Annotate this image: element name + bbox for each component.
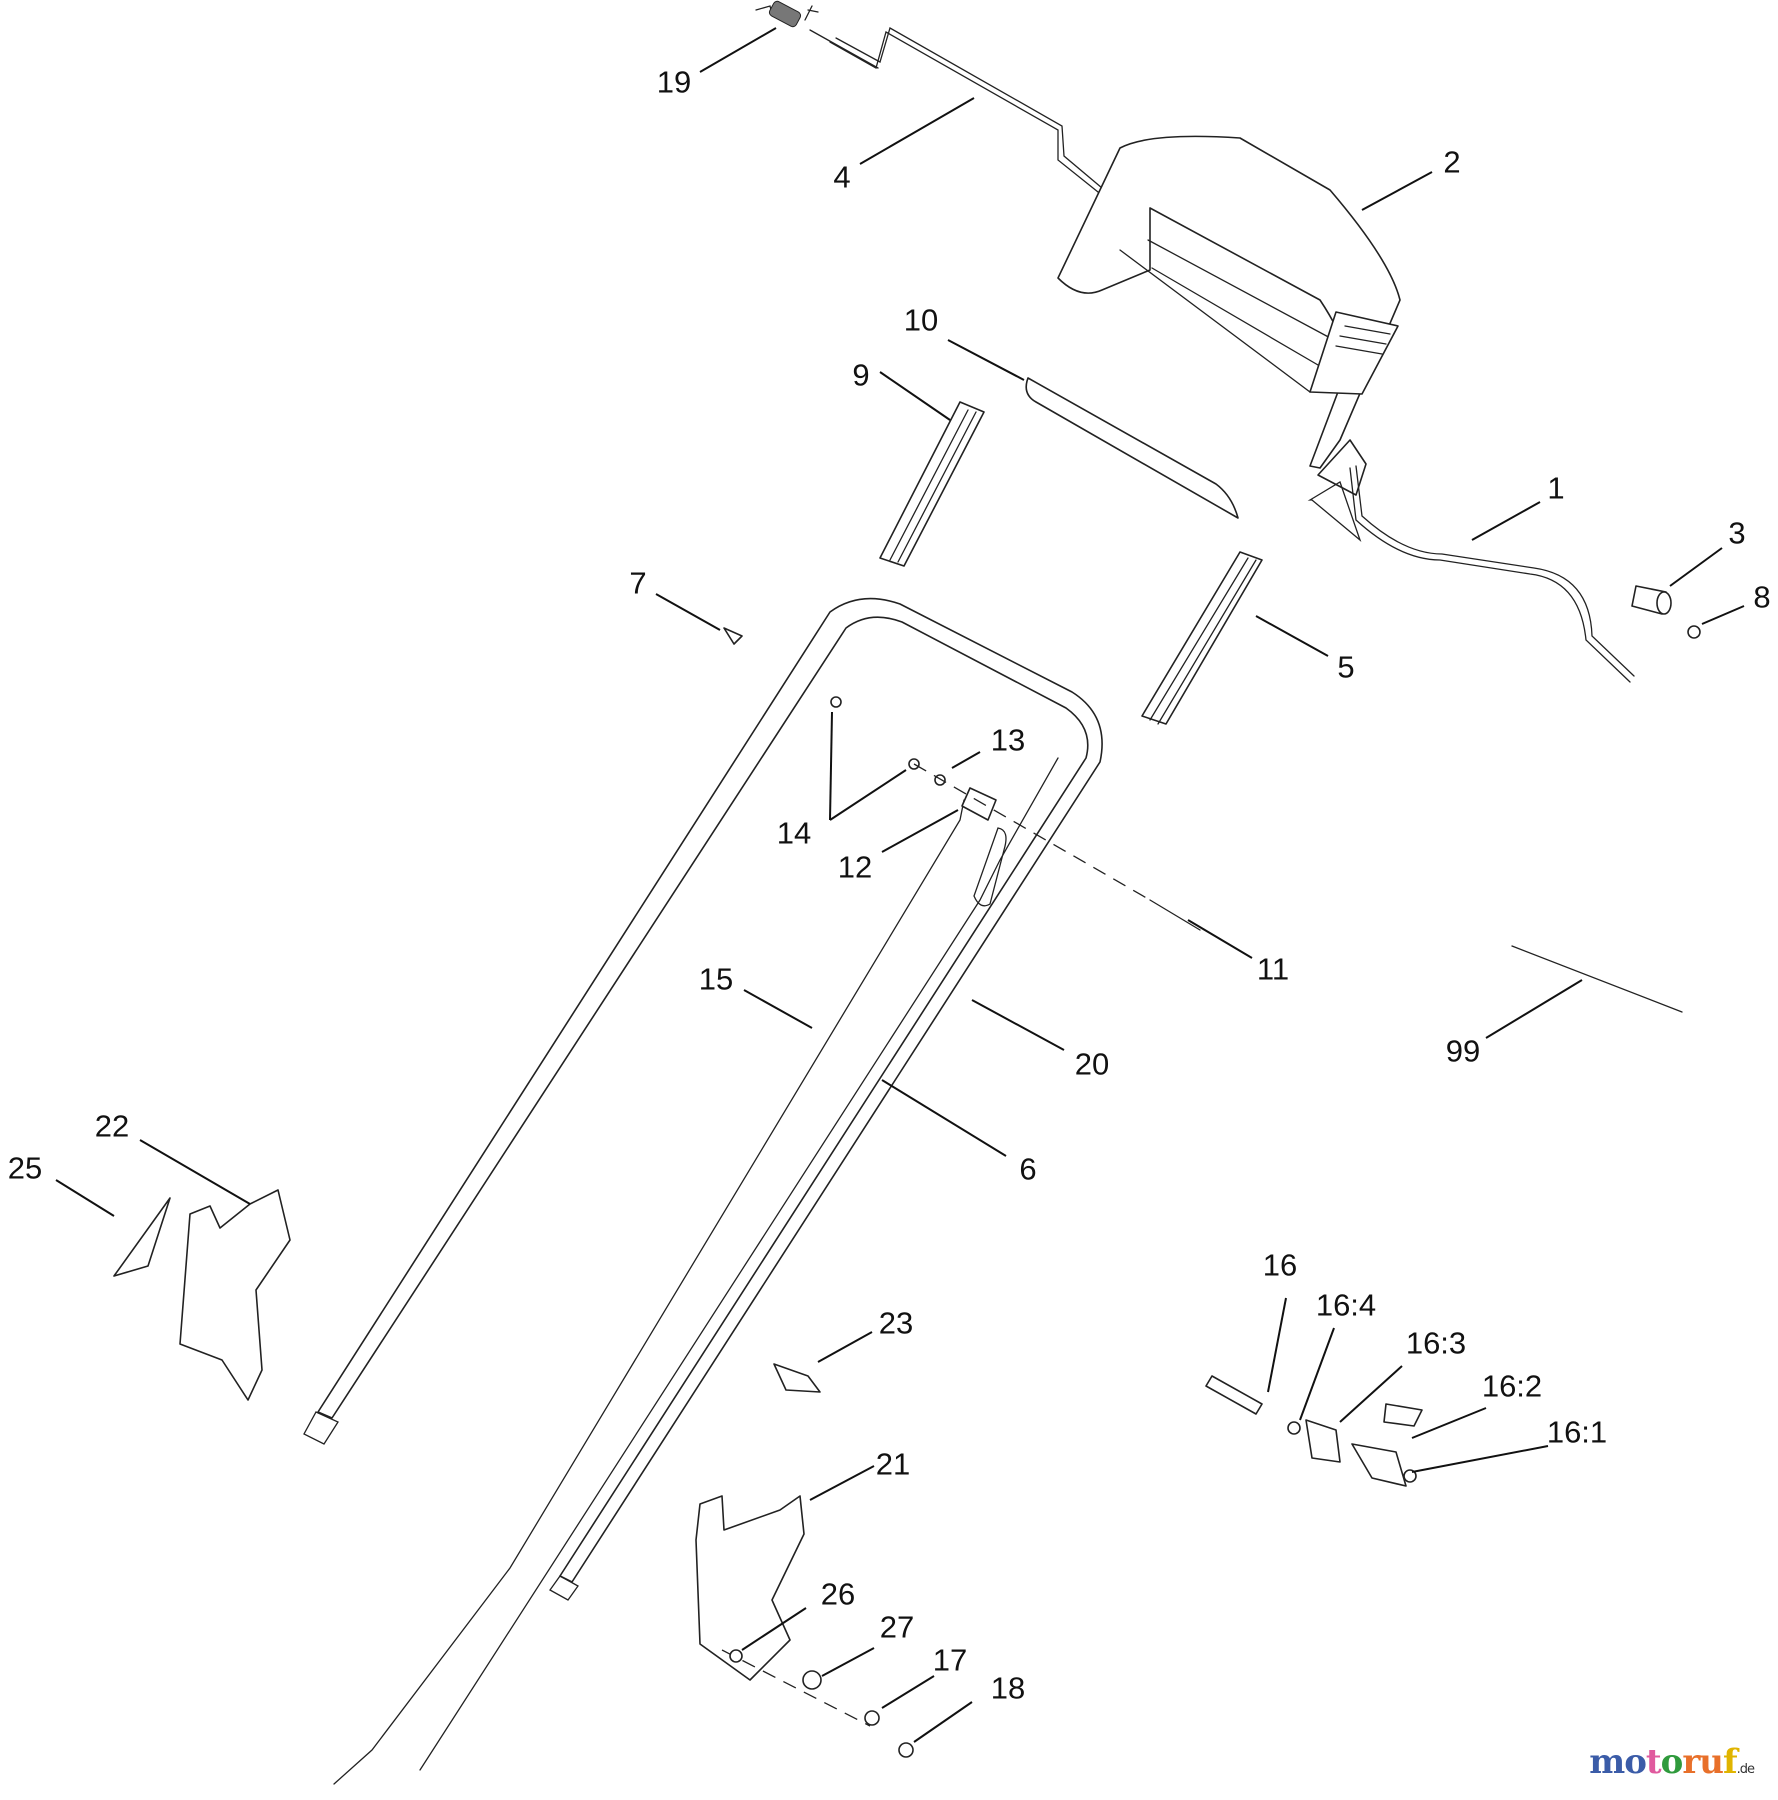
watermark-letter: o (1624, 1742, 1647, 1782)
cable-part-6 (419, 757, 1059, 1771)
callout-c99: 99 (1445, 1033, 1481, 1069)
callout-c4: 4 (833, 159, 851, 195)
bracket-part-22 (179, 1189, 291, 1401)
callout-c6: 6 (1019, 1151, 1037, 1187)
callout-c25: 25 (7, 1150, 43, 1186)
washer-part-8 (1687, 625, 1701, 639)
callout-c17: 17 (932, 1642, 968, 1678)
callout-c10: 10 (903, 302, 939, 338)
bolt-part-11 (1149, 899, 1201, 931)
washer-part-27 (802, 1670, 822, 1690)
callout-c16: 16 (1262, 1247, 1298, 1283)
bolt-part-17 (864, 1710, 880, 1726)
callout-c11: 11 (1256, 951, 1290, 987)
callout-c19: 19 (656, 64, 692, 100)
lower-handle-frame-part-20 (303, 597, 1103, 1601)
knob-part-23 (773, 1363, 821, 1393)
callout-c16_2: 16:2 (1481, 1368, 1543, 1404)
adjuster-assembly-part-16 (1205, 1375, 1423, 1487)
callout-c3: 3 (1728, 515, 1746, 551)
callout-c8: 8 (1753, 579, 1771, 615)
cable-clamp-part-12 (961, 787, 997, 821)
callout-c2: 2 (1443, 144, 1461, 180)
callout-c12: 12 (837, 849, 873, 885)
callout-c16_4: 16:4 (1315, 1287, 1377, 1323)
callout-c16_1: 16:1 (1546, 1414, 1608, 1450)
decal-part-25 (113, 1197, 171, 1277)
callout-c23: 23 (878, 1305, 914, 1341)
callout-c1: 1 (1547, 470, 1565, 506)
cable-tie-part-99 (1511, 945, 1683, 1013)
slide-bracket-part-9 (879, 401, 985, 567)
cable-part-15 (333, 799, 965, 1785)
bolt-part-26 (729, 1649, 743, 1663)
watermark-letter: u (1699, 1742, 1724, 1782)
upper-handle-part-2 (1057, 135, 1401, 496)
callout-c15: 15 (698, 961, 734, 997)
bushing-part-3 (1631, 585, 1672, 615)
watermark-letter: r (1682, 1742, 1700, 1782)
cover-strip-part-10 (1025, 377, 1239, 519)
watermark-letter: o (1660, 1742, 1684, 1782)
nut-part-14a (830, 696, 842, 708)
spring-part-19 (755, 0, 819, 28)
callout-c13: 13 (990, 722, 1026, 758)
motoruf-watermark: motoruf.de (1589, 1742, 1755, 1782)
watermark-domain-suffix: .de (1736, 1762, 1755, 1777)
callout-c14: 14 (776, 815, 812, 851)
bracket-part-21 (695, 1495, 805, 1681)
callout-c5: 5 (1337, 649, 1355, 685)
callout-c21: 21 (875, 1446, 911, 1482)
callout-c9: 9 (852, 357, 870, 393)
bolt-part-18 (898, 1742, 914, 1758)
callout-c18: 18 (990, 1670, 1026, 1706)
leader-lines (55, 27, 1745, 1743)
bail-cable-part-1 (1307, 465, 1635, 683)
slide-bracket-part-5 (1141, 551, 1263, 725)
callout-c20: 20 (1074, 1046, 1110, 1082)
callout-c27: 27 (879, 1609, 915, 1645)
callout-c22: 22 (94, 1108, 130, 1144)
callout-c26: 26 (820, 1576, 856, 1612)
watermark-letter: f (1722, 1742, 1738, 1782)
watermark-letter: m (1589, 1742, 1625, 1782)
watermark-letter: t (1645, 1742, 1662, 1782)
rod-part-4 (809, 27, 1103, 193)
clip-part-7 (723, 627, 743, 645)
callout-c16_3: 16:3 (1405, 1325, 1467, 1361)
watermark-logo-text: motoruf (1589, 1742, 1738, 1782)
callout-c7: 7 (629, 565, 647, 601)
